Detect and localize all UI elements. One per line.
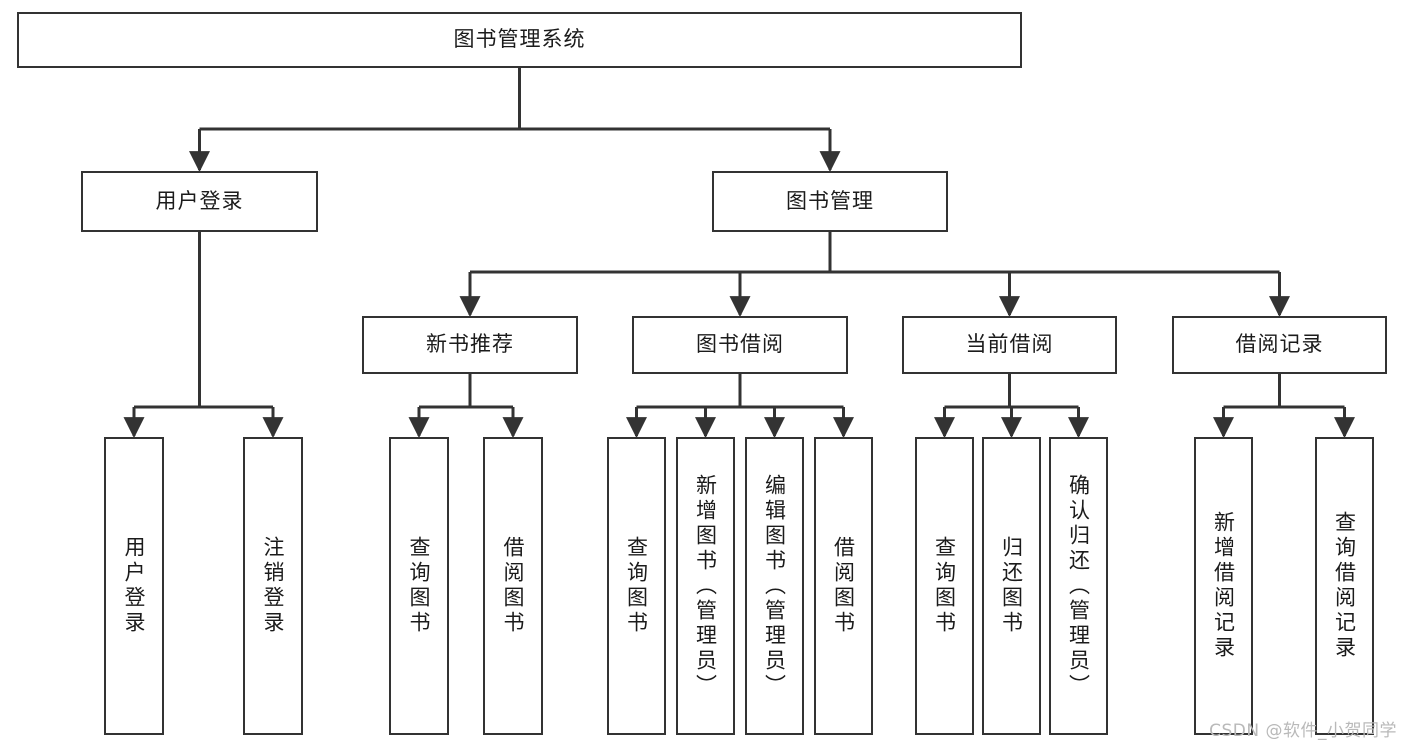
node-leaf-user-logout[interactable]: 注销登录 [243,437,303,735]
node-label: 借阅记录 [1235,332,1324,357]
node-label: 借阅图书 [831,536,856,636]
node-new-book-rec[interactable]: 新书推荐 [362,316,578,374]
node-label: 新增图书（管理员） [693,473,718,699]
node-leaf-add-book[interactable]: 新增图书（管理员） [676,437,735,735]
node-label: 图书管理系统 [453,27,586,52]
node-leaf-add-record[interactable]: 新增借阅记录 [1194,437,1253,735]
node-label: 新增借阅记录 [1211,511,1236,661]
node-label: 查询图书 [624,536,649,636]
node-label: 查询图书 [932,536,957,636]
node-leaf-borrow-book[interactable]: 借阅图书 [814,437,873,735]
node-leaf-return-book[interactable]: 归还图书 [982,437,1041,735]
node-user-login[interactable]: 用户登录 [81,171,318,232]
node-label: 图书管理 [786,188,874,213]
node-label: 新书推荐 [426,332,514,357]
node-book-manage[interactable]: 图书管理 [712,171,948,232]
node-label: 确认归还（管理员） [1066,473,1091,699]
node-label: 归还图书 [999,536,1024,636]
node-label: 用户登录 [155,188,244,213]
node-current-borrow[interactable]: 当前借阅 [902,316,1117,374]
node-label: 查询图书 [407,536,432,636]
node-leaf-confirm-return[interactable]: 确认归还（管理员） [1049,437,1108,735]
node-leaf-query-book[interactable]: 查询图书 [607,437,666,735]
node-label: 编辑图书（管理员） [762,473,787,699]
csdn-watermark: CSDN @软件_小贺同学 [1209,721,1397,741]
node-borrow-record[interactable]: 借阅记录 [1172,316,1387,374]
node-label: 当前借阅 [965,332,1054,357]
node-label: 查询借阅记录 [1332,511,1357,661]
node-leaf-user-login[interactable]: 用户登录 [104,437,164,735]
node-label: 图书借阅 [696,332,784,357]
node-leaf-query-record[interactable]: 查询借阅记录 [1315,437,1374,735]
node-label: 用户登录 [122,536,147,636]
node-label: 借阅图书 [501,536,526,636]
node-book-borrow[interactable]: 图书借阅 [632,316,848,374]
node-root[interactable]: 图书管理系统 [17,12,1022,68]
node-leaf-borrow-book-rec[interactable]: 借阅图书 [483,437,543,735]
node-leaf-query-book-rec[interactable]: 查询图书 [389,437,449,735]
node-label: 注销登录 [261,536,286,636]
node-leaf-edit-book[interactable]: 编辑图书（管理员） [745,437,804,735]
node-leaf-query-book-cur[interactable]: 查询图书 [915,437,974,735]
